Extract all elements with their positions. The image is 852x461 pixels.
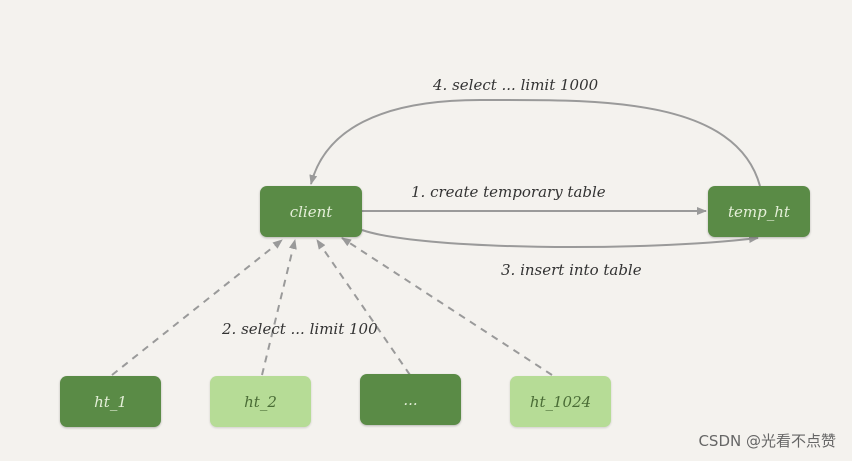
edge-ht1-to-client [111, 239, 283, 376]
node-ht-2: ht_2 [210, 376, 311, 427]
edge-label-step1: 1. create temporary table [411, 183, 606, 201]
node-ht-1024: ht_1024 [510, 376, 611, 427]
node-client: client [260, 186, 362, 237]
node-ellipsis: ... [360, 374, 461, 425]
node-temp-ht: temp_ht [708, 186, 810, 237]
node-ht-1: ht_1 [60, 376, 161, 427]
edge-label-step4: 4. select ... limit 1000 [433, 76, 599, 94]
edge-temp-ht-to-client [309, 98, 761, 187]
edge-ht1024-to-client [341, 237, 553, 376]
edge-ht2-to-client [261, 239, 297, 376]
edge-ellipsis-to-client [316, 239, 411, 376]
edge-label-step2: 2. select ... limit 100 [222, 320, 378, 338]
watermark-text: CSDN @光看不点赞 [698, 432, 836, 450]
edge-client-insert-temp-ht [361, 229, 759, 249]
edge-label-step3: 3. insert into table [501, 261, 642, 279]
